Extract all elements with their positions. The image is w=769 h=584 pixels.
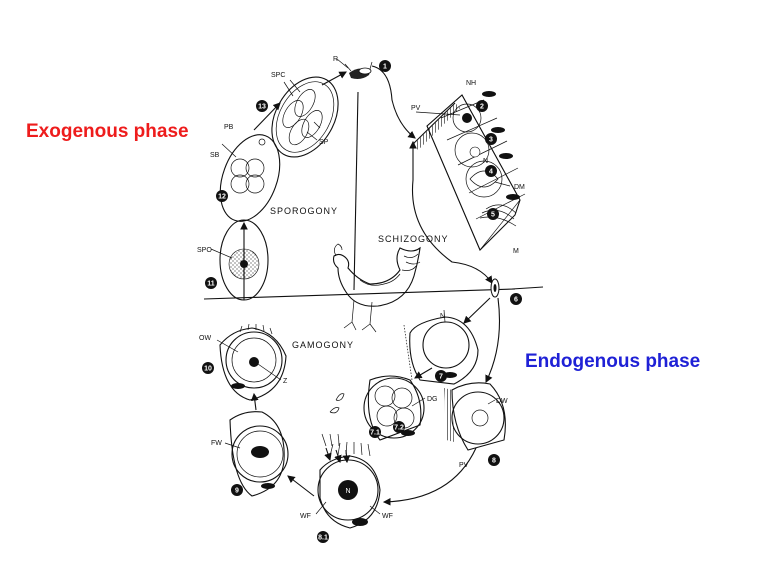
stage-badge-3: 3 [485, 133, 497, 145]
sporulated-oocyst-stage-13 [271, 76, 339, 158]
stage-badge-11: 11 [205, 277, 217, 289]
label-m: M [513, 248, 519, 255]
stage-badge-12: 12 [216, 190, 228, 202]
released-sporozoite [344, 61, 373, 79]
stage-number: 12 [218, 194, 226, 201]
svg-text:N: N [345, 488, 350, 495]
stage-number: 10 [204, 366, 212, 373]
intestinal-epithelium [411, 91, 526, 251]
label-nh2: NH [355, 520, 365, 527]
stage-number: 11 [207, 281, 215, 288]
label-fw: FW [211, 440, 222, 447]
stage-badge-1: 1 [379, 60, 391, 72]
stage-badge-7: 7 [435, 370, 447, 382]
gamogony-title: GAMOGONY [292, 340, 354, 350]
schizogony-title: SCHIZOGONY [378, 234, 449, 244]
label-sp: SP [319, 139, 329, 146]
second-generation-schizont-stage-7 [403, 309, 479, 385]
stage-number: 8 [492, 458, 496, 465]
stage-number: 5 [491, 212, 495, 219]
label-spc: SPC [271, 72, 285, 79]
label-r: R [333, 56, 338, 63]
stage-number: 13 [258, 104, 266, 111]
stage-badge-4: 4 [485, 165, 497, 177]
label-z: Z [283, 378, 288, 385]
label-pb: PB [224, 124, 234, 131]
stage-number: 4 [489, 169, 493, 176]
stage-number: 2 [480, 104, 484, 111]
label-nh: NH [466, 80, 476, 87]
endogenous-phase-label: Endogenous phase [525, 351, 701, 372]
fertilization-stage-8-1: N [317, 441, 381, 529]
exogenous-phase-label: Exogenous phase [26, 121, 189, 142]
stage-badge-5: 5 [487, 208, 499, 220]
label-pv: PV [411, 105, 421, 112]
label-dw: DW [496, 398, 508, 405]
stage-number: 3 [489, 137, 493, 144]
stage-badge-2: 2 [476, 100, 488, 112]
label-wf1: WF [382, 513, 393, 520]
stage-badge-7-1: 7.1 [369, 426, 381, 438]
stage-number: 9 [235, 488, 239, 495]
stage-number: 7.2 [394, 425, 404, 432]
divider-lines [203, 91, 544, 300]
stage-badge-8: 8 [488, 454, 500, 466]
gamogony-arrows [250, 297, 500, 506]
merozoites-stage-7-2 [321, 393, 345, 447]
stage-badge-8-1: 8.1 [317, 531, 329, 543]
sporoblast-oocyst-stage-12 [219, 134, 281, 222]
stage-badge-10: 10 [202, 362, 214, 374]
label-sb: SB [210, 152, 220, 159]
schizogony-arrows [409, 140, 493, 284]
macrogamete-stage-8 [444, 382, 506, 451]
sporogony-title: SPOROGONY [270, 206, 338, 216]
stage-number: 7.1 [370, 430, 380, 437]
label-n: N [483, 158, 488, 165]
label-pv2: PV [459, 462, 469, 469]
label-dm: DM [514, 184, 525, 191]
label-spo: SPO [197, 247, 212, 254]
label-dg: DG [427, 396, 438, 403]
stage-badge-6: 6 [510, 293, 522, 305]
stage-number: 1 [383, 64, 387, 71]
stage-number: 8.1 [318, 535, 328, 542]
stage-number: 6 [514, 297, 518, 304]
stage-number: 7 [439, 374, 443, 381]
unsporulated-oocyst-stage-11 [210, 219, 269, 301]
label-ow: OW [199, 335, 211, 342]
stage-badge-13: 13 [256, 100, 268, 112]
sporogony-arrows [240, 65, 416, 300]
merozoite-stage-6 [490, 278, 500, 298]
zygote-stage-9 [229, 411, 289, 497]
stage-badge-9: 9 [231, 484, 243, 496]
label-wf2: WF [300, 513, 311, 520]
structure-labels: R SPC SP PB SB SPO NH PV N DM M OW Z N D… [197, 56, 525, 527]
stage-badge-7-2: 7.2 [393, 421, 405, 433]
third-generation-schizont-stage-7-1 [363, 375, 425, 441]
oocyst-in-cell-stage-10 [219, 323, 287, 401]
label-n2: N [440, 313, 445, 320]
chicken-host-drawing [332, 243, 421, 333]
